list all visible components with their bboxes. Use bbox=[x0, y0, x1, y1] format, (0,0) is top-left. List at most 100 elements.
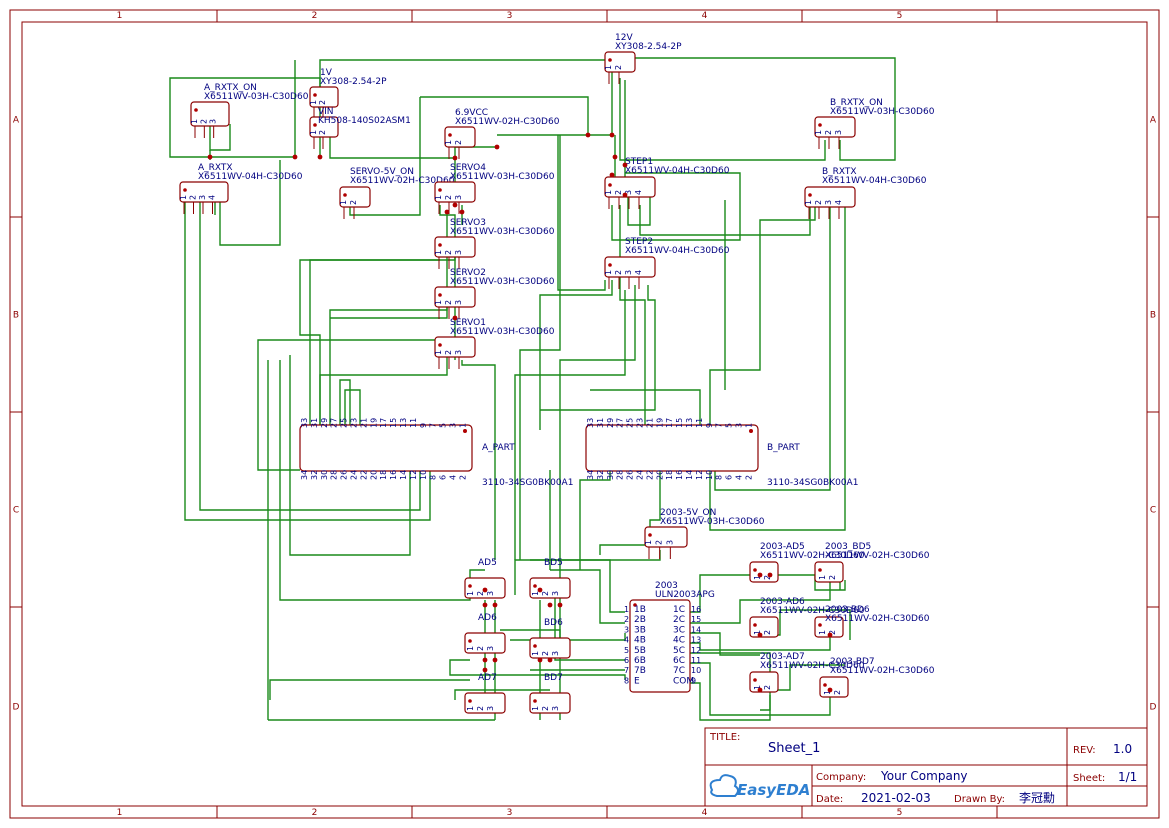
pin-number: 29 bbox=[606, 418, 615, 428]
date-label: Date: bbox=[816, 794, 843, 805]
pin-number: 31 bbox=[596, 418, 605, 428]
pin-number: 1 bbox=[604, 190, 613, 195]
component-part: X6511WV-02H-C30D60 bbox=[350, 176, 455, 186]
pin-number: 21 bbox=[645, 418, 654, 428]
junction-node bbox=[612, 154, 618, 160]
component-part: X6511WV-02H-C30D60 bbox=[830, 666, 935, 676]
pin-number: 2 bbox=[476, 706, 485, 711]
title-value: Sheet_1 bbox=[768, 741, 820, 756]
date-value: 2021-02-03 bbox=[861, 791, 931, 805]
pin-number: 19 bbox=[369, 418, 378, 428]
pin-number: 27 bbox=[616, 418, 625, 428]
pin-number: 1 bbox=[531, 651, 540, 656]
frame-column-label: 2 bbox=[312, 808, 318, 818]
pin-number: 2 bbox=[744, 475, 753, 480]
pin-number: 10 bbox=[705, 470, 714, 480]
pin-number: 2 bbox=[541, 706, 550, 711]
pin-number: 5 bbox=[725, 423, 734, 428]
pin-number: 30 bbox=[320, 470, 329, 480]
component-name: AD5 bbox=[478, 558, 497, 568]
component-part: X6511WV-03H-C30D60 bbox=[450, 277, 555, 287]
component-name: 2003-AD7 bbox=[760, 652, 805, 662]
pin-number: 3 bbox=[454, 300, 463, 305]
pin-number: 13 bbox=[685, 418, 694, 428]
company-value: Your Company bbox=[880, 769, 968, 783]
pin-number: 20 bbox=[369, 470, 378, 480]
frame-column-label: 4 bbox=[702, 11, 708, 21]
pin-number: 1 bbox=[531, 706, 540, 711]
pin-number: 28 bbox=[616, 470, 625, 480]
frame-column-label: 3 bbox=[507, 11, 513, 21]
pin-name: 3C bbox=[673, 625, 685, 635]
pin-number: 4 bbox=[634, 190, 643, 195]
pin-number: 2 bbox=[624, 615, 629, 624]
pin-number: 2 bbox=[828, 630, 837, 635]
pin-number: 26 bbox=[340, 470, 349, 480]
pin-number: 3 bbox=[454, 350, 463, 355]
pin-number: 32 bbox=[310, 470, 319, 480]
component-part: X6511WV-03H-C30D60 bbox=[450, 172, 555, 182]
component-part: X6511WV-03H-C30D60 bbox=[660, 517, 765, 527]
component-part: ULN2003APG bbox=[655, 590, 715, 600]
component-name: 2003-BD7 bbox=[830, 657, 875, 667]
junction-node bbox=[492, 602, 498, 608]
pin-number: 2 bbox=[199, 119, 208, 124]
pin-number: 19 bbox=[655, 418, 664, 428]
component-name: SERVO3 bbox=[450, 218, 486, 228]
pin-number: 2 bbox=[458, 475, 467, 480]
junction-node bbox=[757, 632, 763, 638]
pin-number: 1 bbox=[458, 423, 467, 428]
frame-column-label: 1 bbox=[117, 808, 123, 818]
frame-row-label: D bbox=[1150, 703, 1157, 713]
junction-node bbox=[537, 587, 543, 593]
component-name: 2003-AD6 bbox=[760, 597, 805, 607]
component-part: 3110-34SG0BK00A1 bbox=[767, 478, 858, 488]
pin-number: 1 bbox=[804, 200, 813, 205]
pin-number: 1 bbox=[434, 350, 443, 355]
pin-number: 15 bbox=[691, 615, 701, 624]
pin-number: 1 bbox=[644, 540, 653, 545]
junction-node bbox=[444, 209, 450, 215]
component-name: 2003-BD6 bbox=[825, 605, 870, 615]
pin-name: COM bbox=[673, 676, 694, 686]
pin-number: 1 bbox=[466, 591, 475, 596]
frame-column-label: 3 bbox=[507, 808, 513, 818]
component-part: X6511WV-02H-C30D60 bbox=[825, 614, 930, 624]
rev-value: 1.0 bbox=[1113, 742, 1132, 756]
pin-number: 10 bbox=[419, 470, 428, 480]
pin-number: 1 bbox=[466, 706, 475, 711]
pin-number: 1 bbox=[753, 630, 762, 635]
pin-number: 3 bbox=[624, 270, 633, 275]
junction-node bbox=[452, 155, 458, 161]
drawn-by-label: Drawn By: bbox=[954, 794, 1005, 805]
